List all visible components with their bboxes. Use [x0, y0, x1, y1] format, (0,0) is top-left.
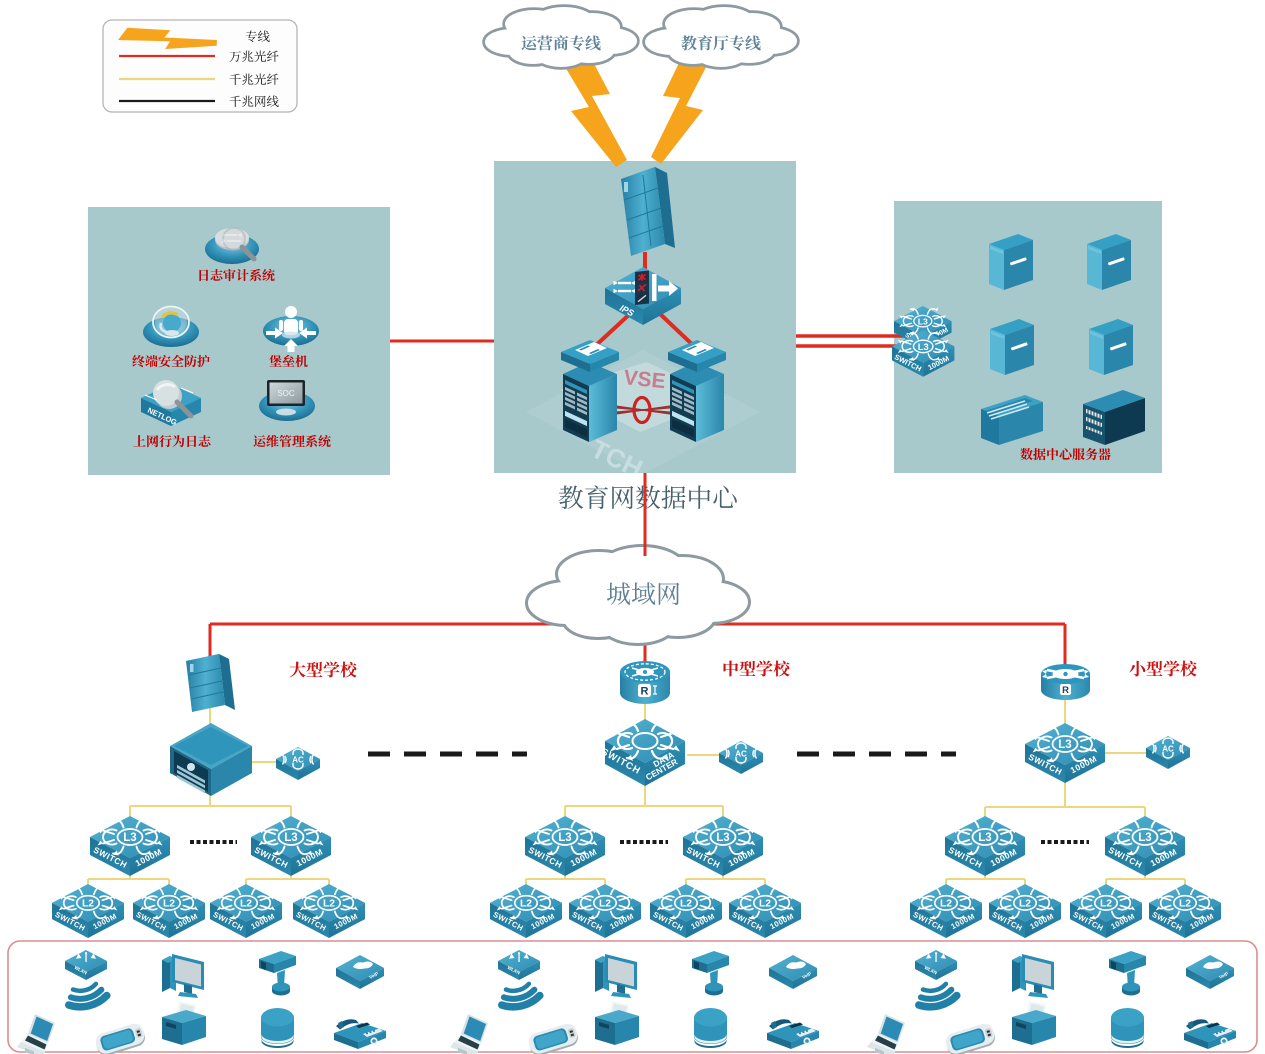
svg-text:R: R	[1062, 685, 1069, 696]
svg-text:L3: L3	[918, 342, 929, 352]
svg-text:L3: L3	[918, 316, 928, 326]
svg-text:SOC: SOC	[277, 389, 295, 398]
svg-text:VSE: VSE	[622, 366, 666, 393]
svg-text:-0M: -0M	[936, 327, 949, 338]
